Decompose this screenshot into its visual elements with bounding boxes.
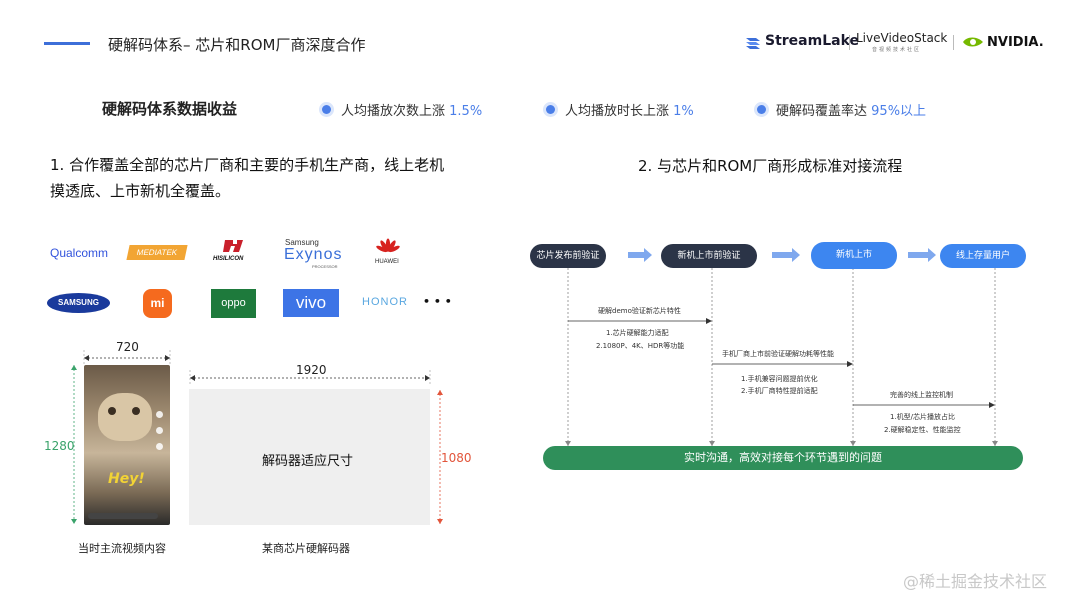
decoder-box (189, 389, 430, 525)
message-title: 手机厂商上市前验证硬解功耗等性能 (722, 350, 834, 358)
comment-input-bar (88, 513, 158, 519)
livevideostack-logo: LiveVideoStack (856, 31, 948, 45)
share-icon (156, 443, 163, 450)
mediatek-logo: MEDIATEK (126, 245, 188, 260)
section1-text: 1. 合作覆盖全部的芯片厂商和主要的手机生产商，线上老机摸透底、上市新机全覆盖。 (50, 156, 445, 200)
realtime-communication-bar: 实时沟通，高效对接每个环节遇到的问题 (543, 446, 1023, 470)
decoder-width-label: 1920 (296, 363, 327, 377)
flow-node-new-phone-launch: 新机上市 (811, 242, 897, 269)
metrics-title: 硬解码体系数据收益 (102, 100, 238, 118)
section2-title: 2. 与芯片和ROM厂商形成标准对接流程 (638, 157, 903, 175)
cat-eye (132, 407, 140, 415)
huawei-flower-icon (376, 238, 400, 253)
more-brands-ellipsis: • • • (423, 295, 452, 308)
message-note: 1.芯片硬解能力适配 (606, 329, 669, 337)
bullet-dot-icon (322, 105, 331, 114)
bullet-dot-icon (757, 105, 766, 114)
flow-node-new-phone-prelaunch: 新机上市前验证 (661, 244, 757, 268)
honor-logo: HONOR (362, 296, 408, 308)
cat-eye (108, 407, 116, 415)
sequence-lines (565, 248, 998, 446)
like-icon (156, 411, 163, 418)
message-note: 2.硬解稳定性、性能监控 (884, 426, 961, 434)
hisilicon-logo: HISILICON (213, 256, 244, 262)
message-note: 2.1080P、4K、HDR等功能 (596, 342, 685, 350)
decoder-height-label: 1080 (441, 451, 472, 465)
message-title: 完善的线上监控机制 (890, 391, 953, 399)
message-title: 硬解demo验证新芯片特性 (598, 307, 681, 315)
qualcomm-logo: Qualcomm (50, 246, 109, 260)
dimension-arrows (71, 350, 443, 524)
exynos-logo: Exynos (284, 246, 343, 263)
message-note: 1.机型/芯片播放占比 (890, 413, 956, 421)
phone-height-label: 1280 (44, 439, 75, 453)
flow-node-online-users: 线上存量用户 (940, 244, 1026, 268)
message-note: 2.手机厂商特性提前适配 (741, 387, 818, 395)
hisilicon-icon (223, 240, 243, 252)
streamlake-logo-icon (746, 38, 760, 49)
streamlake-logo: StreamLake (765, 33, 860, 49)
title-accent-bar (44, 42, 90, 45)
vivo-logo: vivo (283, 289, 339, 317)
logo-divider (849, 35, 850, 50)
message-note: 1.手机兼容问题提前优化 (741, 375, 818, 383)
hey-sticker: Hey! (108, 471, 145, 487)
phone-video-screenshot: Hey! (84, 365, 170, 525)
xiaomi-logo: mi (143, 289, 172, 318)
exynos-processor-text: PROCESSOR (312, 264, 338, 269)
flow-node-chip-prerelease: 芯片发布前验证 (530, 244, 606, 268)
oppo-logo: oppo (211, 289, 256, 318)
logo-divider (953, 35, 954, 50)
nvidia-logo: NVIDIA. (987, 35, 1044, 50)
livevideostack-subtitle: 音视频技术社区 (872, 47, 922, 53)
nvidia-eye-icon (963, 37, 983, 47)
metric-item: 硬解码覆盖率达 95%以上 (757, 100, 926, 119)
watermark: @稀土掘金技术社区 (903, 572, 1048, 591)
decoder-box-label: 解码器适应尺寸 (262, 454, 354, 469)
slide-title: 硬解码体系– 芯片和ROM厂商深度合作 (108, 36, 366, 54)
samsung-logo: SAMSUNG (47, 293, 110, 313)
metric-item: 人均播放次数上涨 1.5% (322, 100, 482, 119)
phone-caption: 当时主流视频内容 (78, 542, 166, 555)
decoder-caption: 某商芯片硬解码器 (262, 542, 350, 555)
huawei-logo: HUAWEI (375, 259, 399, 265)
metric-item: 人均播放时长上涨 1% (546, 100, 694, 119)
bullet-dot-icon (546, 105, 555, 114)
comment-icon (156, 427, 163, 434)
samsung-text: Samsung (285, 238, 319, 247)
cat-head-shape (98, 393, 152, 441)
phone-width-label: 720 (116, 340, 139, 354)
